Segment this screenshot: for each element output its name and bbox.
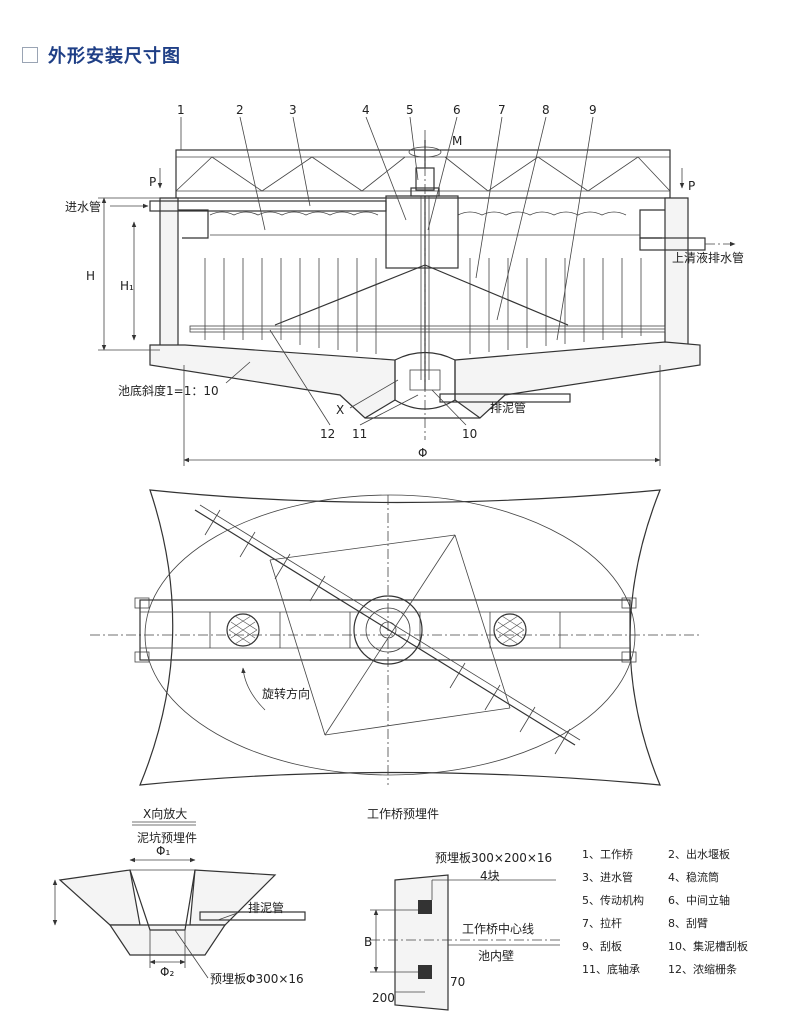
- detail-x-phi1: Φ₁: [156, 844, 170, 858]
- phi-label: Φ: [418, 446, 427, 460]
- detail-bridge-70: 70: [450, 975, 465, 989]
- stilling-well: [385, 195, 459, 269]
- dim-h-label: H: [86, 269, 95, 283]
- callout-3: 3: [289, 103, 297, 117]
- slope-label: 池底斜度1=1：10: [118, 383, 219, 398]
- callout-9: 9: [589, 103, 597, 117]
- detail-x-phi2: Φ₂: [160, 965, 174, 979]
- work-bridge-truss: [175, 149, 671, 199]
- detail-bridge: [370, 874, 560, 1011]
- callout-7: 7: [498, 103, 506, 117]
- p-left-label: P: [149, 175, 156, 189]
- elevation-view: [98, 116, 736, 466]
- legend-item: 2、出水堰板: [668, 847, 730, 861]
- inlet-pipe-label: 进水管: [65, 199, 101, 214]
- detail-bridge-count: 4块: [480, 869, 500, 883]
- page-header: 外形安装尺寸图: [22, 40, 181, 70]
- detail-bridge-plate: 预埋板300×200×16: [435, 851, 552, 865]
- pickets: [204, 258, 642, 354]
- m-label: M: [452, 134, 462, 148]
- left-wall: [159, 197, 179, 366]
- legend-item: 12、浓缩栅条: [668, 962, 737, 976]
- detail-x-subtitle: 泥坑预埋件: [137, 830, 197, 845]
- detail-x-title: X向放大: [143, 806, 187, 821]
- outlet-pipe-label: 上清液排水管: [672, 250, 744, 265]
- page-title: 外形安装尺寸图: [48, 46, 181, 67]
- callout-4: 4: [362, 103, 370, 117]
- legend: 1、工作桥 2、出水堰板 3、进水管 4、稳流筒 5、传动机构 6、中间立轴 7…: [582, 847, 748, 976]
- legend-item: 3、进水管: [582, 870, 633, 884]
- legend-item: 10、集泥槽刮板: [668, 939, 748, 953]
- callout-11: 11: [352, 427, 367, 441]
- detail-bridge-b: B: [364, 935, 372, 949]
- rotation-label: 旋转方向: [262, 686, 310, 701]
- legend-item: 7、拉杆: [582, 916, 622, 930]
- detail-bridge-200: 200: [372, 991, 395, 1005]
- detail-x: [52, 821, 306, 979]
- callout-6: 6: [453, 103, 461, 117]
- legend-item: 11、底轴承: [582, 962, 640, 976]
- detail-x-sludge-pipe: 排泥管: [248, 900, 284, 915]
- callout-8: 8: [542, 103, 550, 117]
- legend-item: 9、刮板: [582, 939, 622, 953]
- callout-1: 1: [177, 103, 185, 117]
- detail-bridge-inner-wall: 池内壁: [478, 948, 514, 963]
- callout-10: 10: [462, 427, 477, 441]
- x-label: X: [336, 403, 344, 417]
- plan-view: [90, 489, 700, 786]
- legend-item: 1、工作桥: [582, 848, 633, 861]
- detail-x-plate: 预埋板Φ300×16: [210, 972, 304, 986]
- detail-bridge-title: 工作桥预埋件: [367, 807, 439, 821]
- sludge-pipe-label: 排泥管: [490, 400, 526, 415]
- callout-5: 5: [406, 103, 414, 117]
- header-square-icon: [22, 47, 38, 63]
- p-right-label: P: [688, 179, 695, 193]
- legend-item: 6、中间立轴: [668, 893, 730, 907]
- detail-bridge-center-line: 工作桥中心线: [462, 921, 534, 936]
- legend-item: 5、传动机构: [582, 893, 644, 907]
- right-wall: [664, 197, 689, 361]
- callout-12: 12: [320, 427, 335, 441]
- callout-2: 2: [236, 103, 244, 117]
- legend-item: 8、刮臂: [668, 916, 708, 930]
- legend-item: 4、稳流筒: [668, 870, 719, 884]
- dim-h1-label: H₁: [120, 279, 134, 293]
